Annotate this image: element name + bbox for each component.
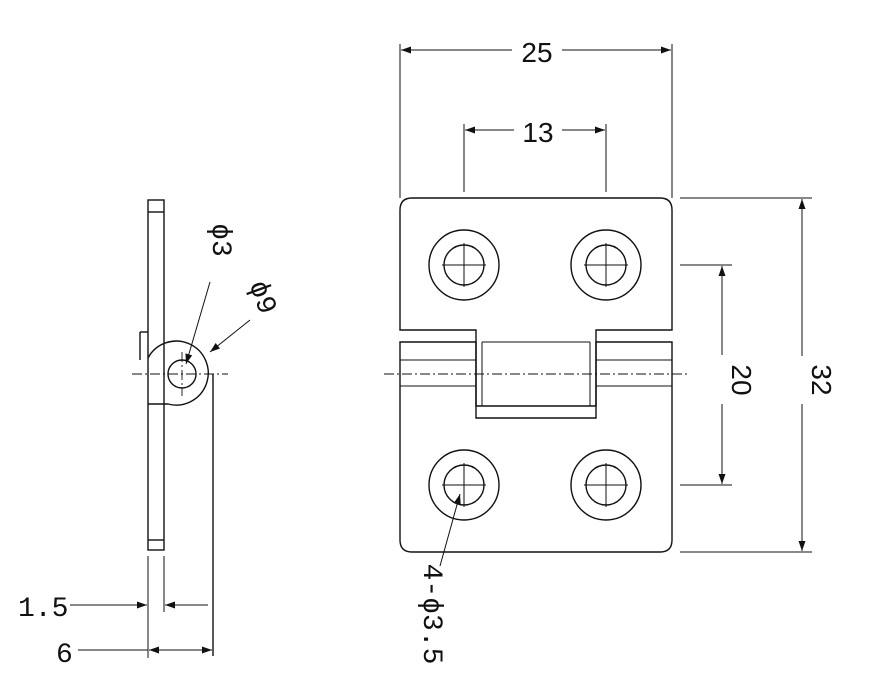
upper-leaf-outline [399, 197, 673, 407]
hole-bottom-left [428, 449, 500, 521]
leader-mounting-holes [439, 493, 461, 567]
lower-leaf-outline [399, 341, 673, 553]
hole-top-right [570, 229, 642, 301]
label-hole-spacing-horizontal: 13 [522, 117, 553, 148]
label-width-top: 25 [521, 37, 552, 68]
label-knuckle-diameter: ϕ9 [241, 277, 282, 319]
label-hole-spacing-vertical: 20 [726, 364, 757, 395]
leader-pin-diameter [185, 281, 211, 365]
leader-knuckle-diameter [209, 319, 251, 353]
label-plate-thickness: 1.5 [18, 594, 68, 625]
hole-bottom-right [570, 449, 642, 521]
label-hinge-depth: 6 [56, 640, 73, 671]
front-view: 25 13 20 32 4-ϕ3.5 [384, 37, 837, 664]
hole-top-left [428, 229, 500, 301]
side-view: ϕ3 ϕ9 1.5 6 [18, 199, 282, 671]
side-knuckle [147, 340, 209, 406]
label-pin-diameter: ϕ3 [204, 223, 235, 257]
label-mounting-holes: 4-ϕ3.5 [415, 564, 446, 665]
label-height-total: 32 [806, 364, 837, 395]
side-plate [147, 199, 165, 551]
